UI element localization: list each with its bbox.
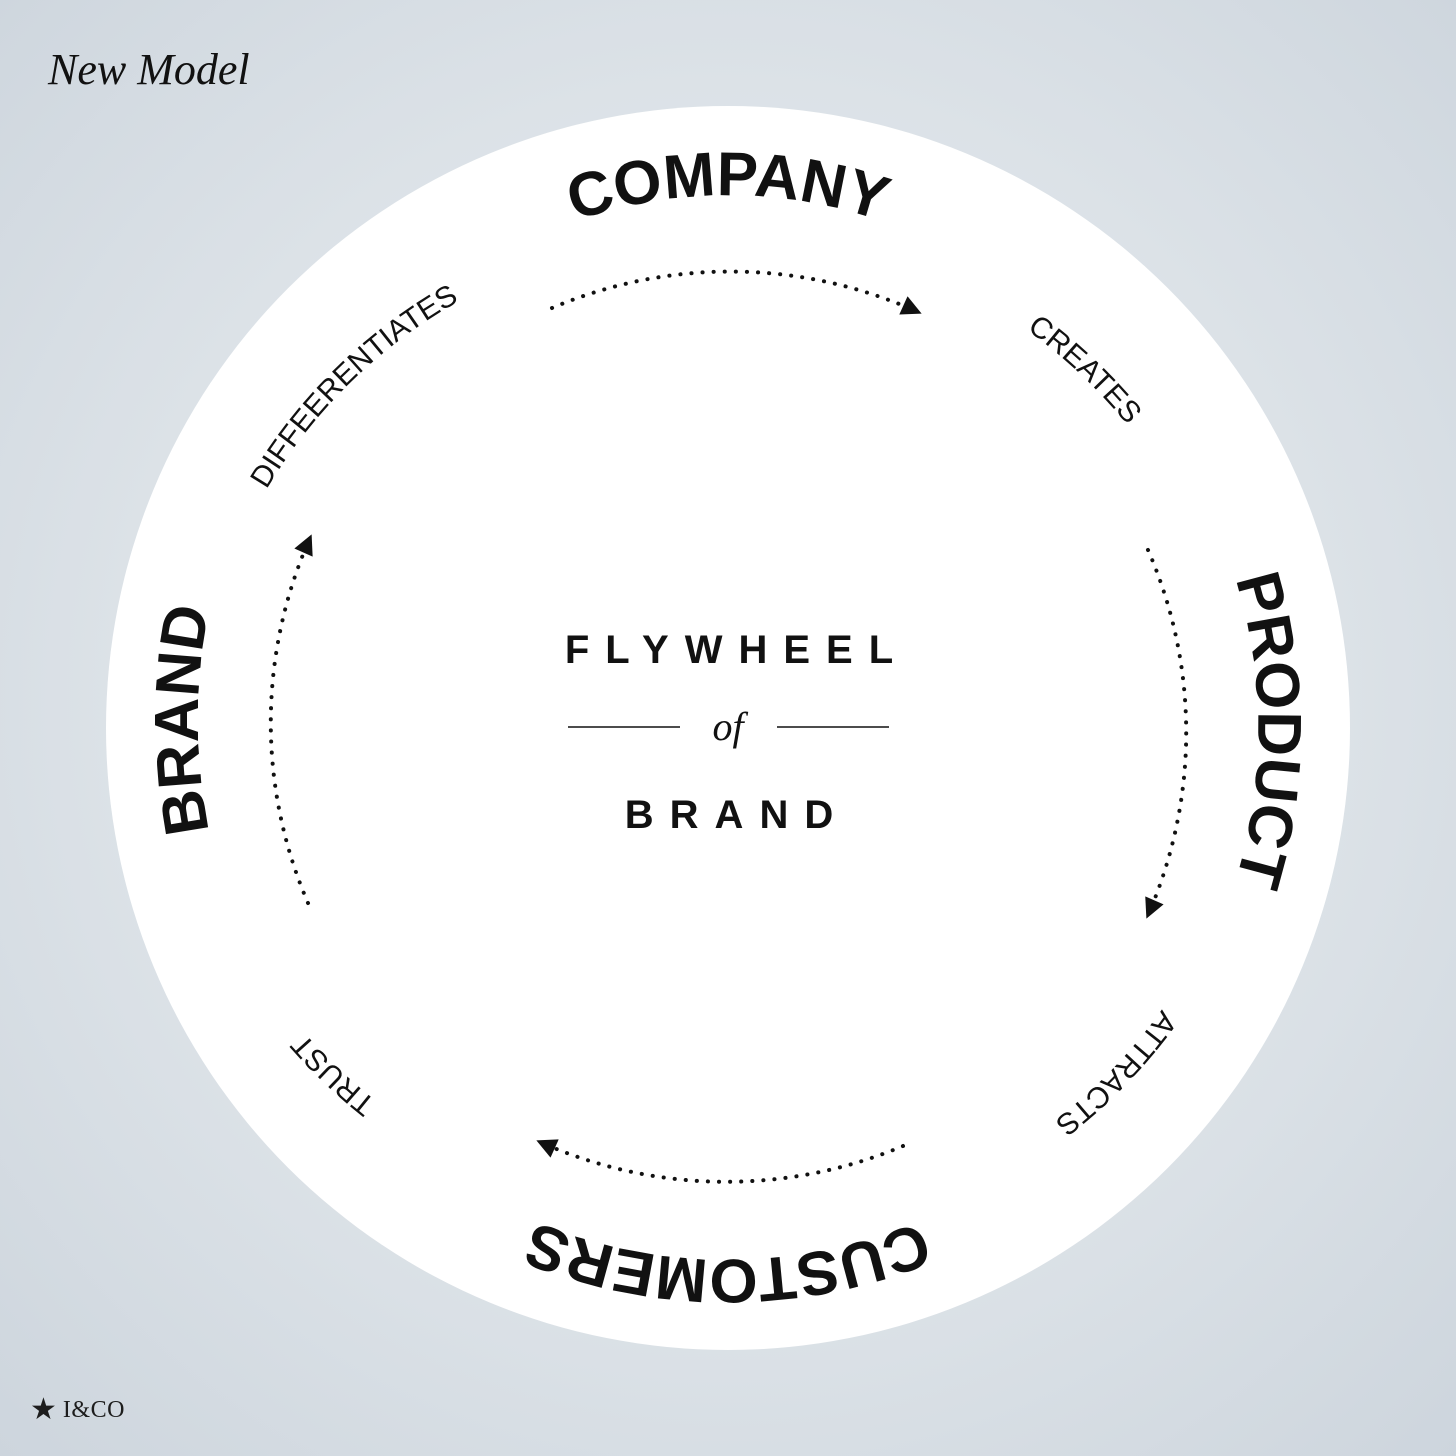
center-title-line1: FLYWHEEL	[565, 628, 909, 672]
center-connector: of	[712, 704, 748, 749]
flywheel-disc	[106, 106, 1350, 1350]
arrow-customers-to-brand	[536, 1139, 905, 1184]
company-logo-text: I&CO	[62, 1396, 125, 1423]
node-brand-label: BRAND	[143, 600, 223, 840]
company-logo: ★ I&CO	[30, 1395, 125, 1425]
arrow-product-to-customers	[1145, 548, 1189, 919]
center-title-line2: BRAND	[625, 793, 849, 837]
arrow-brand-to-company	[268, 534, 313, 905]
arrow-company-to-product	[550, 269, 922, 315]
star-icon: ★	[30, 1392, 57, 1427]
page-title: New Model	[47, 45, 250, 94]
